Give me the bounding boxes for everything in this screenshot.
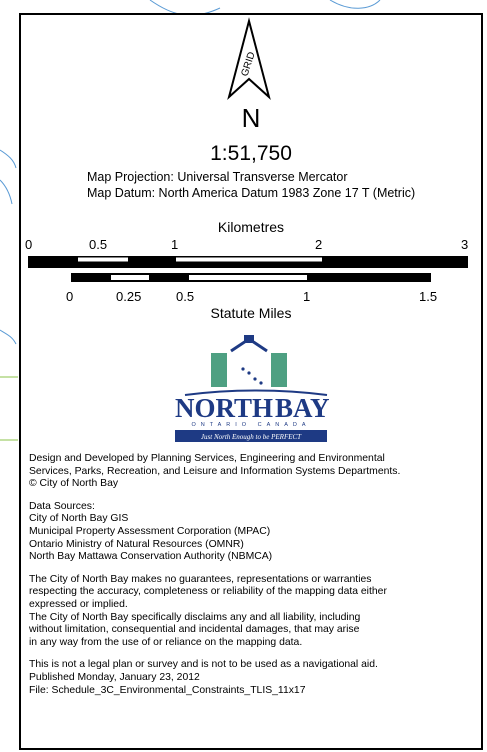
km-tick: 2	[315, 237, 323, 252]
km-tick: 1	[171, 237, 179, 252]
logo-subline: ONTARIO CANADA	[191, 422, 310, 428]
disclaimer-line: The City of North Bay makes no guarantee…	[29, 573, 372, 585]
sources-title: Data Sources:	[29, 500, 95, 512]
miles-bar-title: Statute Miles	[210, 305, 292, 321]
disclaimer-line: The City of North Bay specifically discl…	[29, 611, 361, 623]
mi-tick: 0	[66, 289, 74, 304]
km-scale-bar	[28, 256, 468, 268]
logo-tagline: Just North Enough to be PERFECT	[201, 433, 302, 441]
disclaimer-line: expressed or implied.	[29, 598, 128, 610]
projection-text: Map Projection: Universal Transverse Mer…	[87, 170, 348, 184]
mi-tick: 1.5	[419, 289, 438, 304]
disclaimer-line: respecting the accuracy, completeness or…	[29, 586, 387, 598]
published-date: Published Monday, January 23, 2012	[29, 671, 200, 683]
credits-block: Design and Developed by Planning Service…	[29, 453, 479, 697]
mi-tick: 0.25	[116, 289, 142, 304]
logo-word-north: NORTH	[175, 393, 273, 423]
file-name: File: Schedule_3C_Environmental_Constrai…	[29, 684, 306, 696]
scale-ratio: 1:51,750	[210, 142, 292, 165]
mi-tick: 0.5	[176, 289, 195, 304]
design-line-2: Services, Parks, Recreation, and Leisure…	[29, 465, 401, 477]
km-bar-title: Kilometres	[217, 219, 285, 235]
disclaimer-line: without limitation, consequential and in…	[29, 624, 360, 636]
north-bay-city-logo: NORTH BAY ONTARIO CANADA Just North Enou…	[151, 333, 351, 445]
km-tick: 0	[25, 237, 33, 252]
source-item: Municipal Property Assessment Corporatio…	[29, 525, 271, 537]
copyright: © City of North Bay	[29, 478, 119, 490]
source-item: North Bay Mattawa Conservation Authority…	[29, 551, 273, 563]
km-tick: 3	[461, 237, 469, 252]
legend-panel: GRID N 1:51,750 Map Projection: Universa…	[19, 13, 483, 750]
miles-scale-bar	[71, 273, 431, 282]
legal-line: This is not a legal plan or survey and i…	[29, 659, 378, 671]
km-tick: 0.5	[89, 237, 108, 252]
projection-info: Map Projection: Universal Transverse Mer…	[87, 169, 415, 201]
datum-text: Map Datum: North America Datum 1983 Zone…	[87, 186, 416, 200]
north-arrow-icon: GRID	[227, 17, 271, 100]
mi-tick: 1	[303, 289, 311, 304]
disclaimer-line: in any way from the use of or reliance o…	[29, 636, 303, 648]
logo-graphic: NORTH BAY ONTARIO CANADA Just North Enou…	[175, 335, 330, 442]
north-letter: N	[241, 103, 261, 133]
source-item: Ontario Ministry of Natural Resources (O…	[29, 538, 244, 550]
source-item: City of North Bay GIS	[29, 513, 129, 525]
design-line-1: Design and Developed by Planning Service…	[29, 453, 385, 464]
logo-word-bay: BAY	[275, 393, 330, 423]
